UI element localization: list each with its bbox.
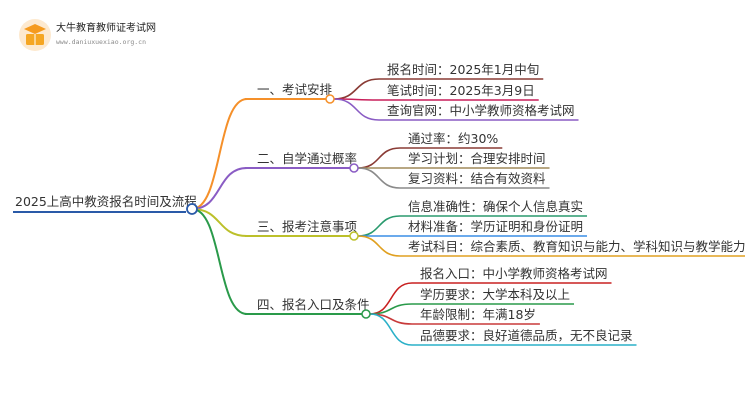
- graduation-cap-icon: [24, 24, 46, 34]
- branch-to-leaf-link: [357, 215, 401, 237]
- branch-label: 一、考试安排: [257, 82, 333, 97]
- leaf-label: 查询官网：中小学教师资格考试网: [387, 103, 575, 118]
- root-node-dot: [186, 203, 198, 215]
- root-to-branch-link: [191, 208, 248, 237]
- mindmap-nodes: 2025上高中教资报名时间及流程 一、考试安排 报名时间：2025年1月中旬笔试时间…: [15, 62, 746, 343]
- branch-node-dot: [349, 163, 359, 173]
- branch-label: 四、报名入口及条件: [257, 297, 370, 312]
- root-to-branch-link: [191, 167, 248, 210]
- root-label: 2025上高中教资报名时间及流程: [15, 194, 197, 209]
- brand-name: 大牛教育教师证考试网: [56, 21, 156, 34]
- leaf-label: 通过率：约30%: [408, 131, 498, 146]
- leaf-label: 学习计划：合理安排时间: [408, 151, 546, 166]
- leaf-label: 笔试时间：2025年3月9日: [387, 83, 535, 98]
- branch-label: 三、报考注意事项: [257, 219, 357, 234]
- leaf-label: 信息准确性：确保个人信息真实: [408, 199, 583, 214]
- branch-node-dot: [361, 309, 371, 319]
- brand-logo: 大牛教育教师证考试网 www.daniuxuexiao.org.cn: [19, 19, 156, 51]
- branch-node-dot: [349, 231, 359, 241]
- leaf-label: 品德要求：良好道德品质，无不良记录: [420, 328, 633, 343]
- branch-to-leaf-link: [357, 235, 401, 257]
- leaf-label: 材料准备：学历证明和身份证明: [408, 219, 583, 234]
- leaf-label: 考试科目：综合素质、教育知识与能力、学科知识与教学能力: [408, 239, 746, 254]
- branch-label: 二、自学通过概率: [257, 151, 357, 166]
- leaf-label: 报名入口：中小学教师资格考试网: [420, 266, 608, 281]
- root-to-branch-link: [191, 208, 248, 315]
- leaf-label: 复习资料：结合有效资料: [408, 171, 546, 186]
- branch-to-leaf-link: [333, 98, 380, 121]
- branch-to-leaf-link: [369, 313, 413, 346]
- root-to-branch-link: [191, 98, 248, 210]
- branch-to-leaf-link: [357, 167, 401, 189]
- leaf-label: 报名时间：2025年1月中旬: [387, 62, 539, 77]
- leaf-label: 年龄限制：年满18岁: [420, 307, 536, 322]
- branch-node-dot: [325, 94, 335, 104]
- leaf-label: 学历要求：大学本科及以上: [420, 287, 570, 302]
- branch-to-leaf-link: [357, 147, 401, 169]
- branch-to-leaf-link: [333, 78, 380, 100]
- mindmap-links: [13, 78, 745, 346]
- brand-url: www.daniuxuexiao.org.cn: [56, 38, 146, 46]
